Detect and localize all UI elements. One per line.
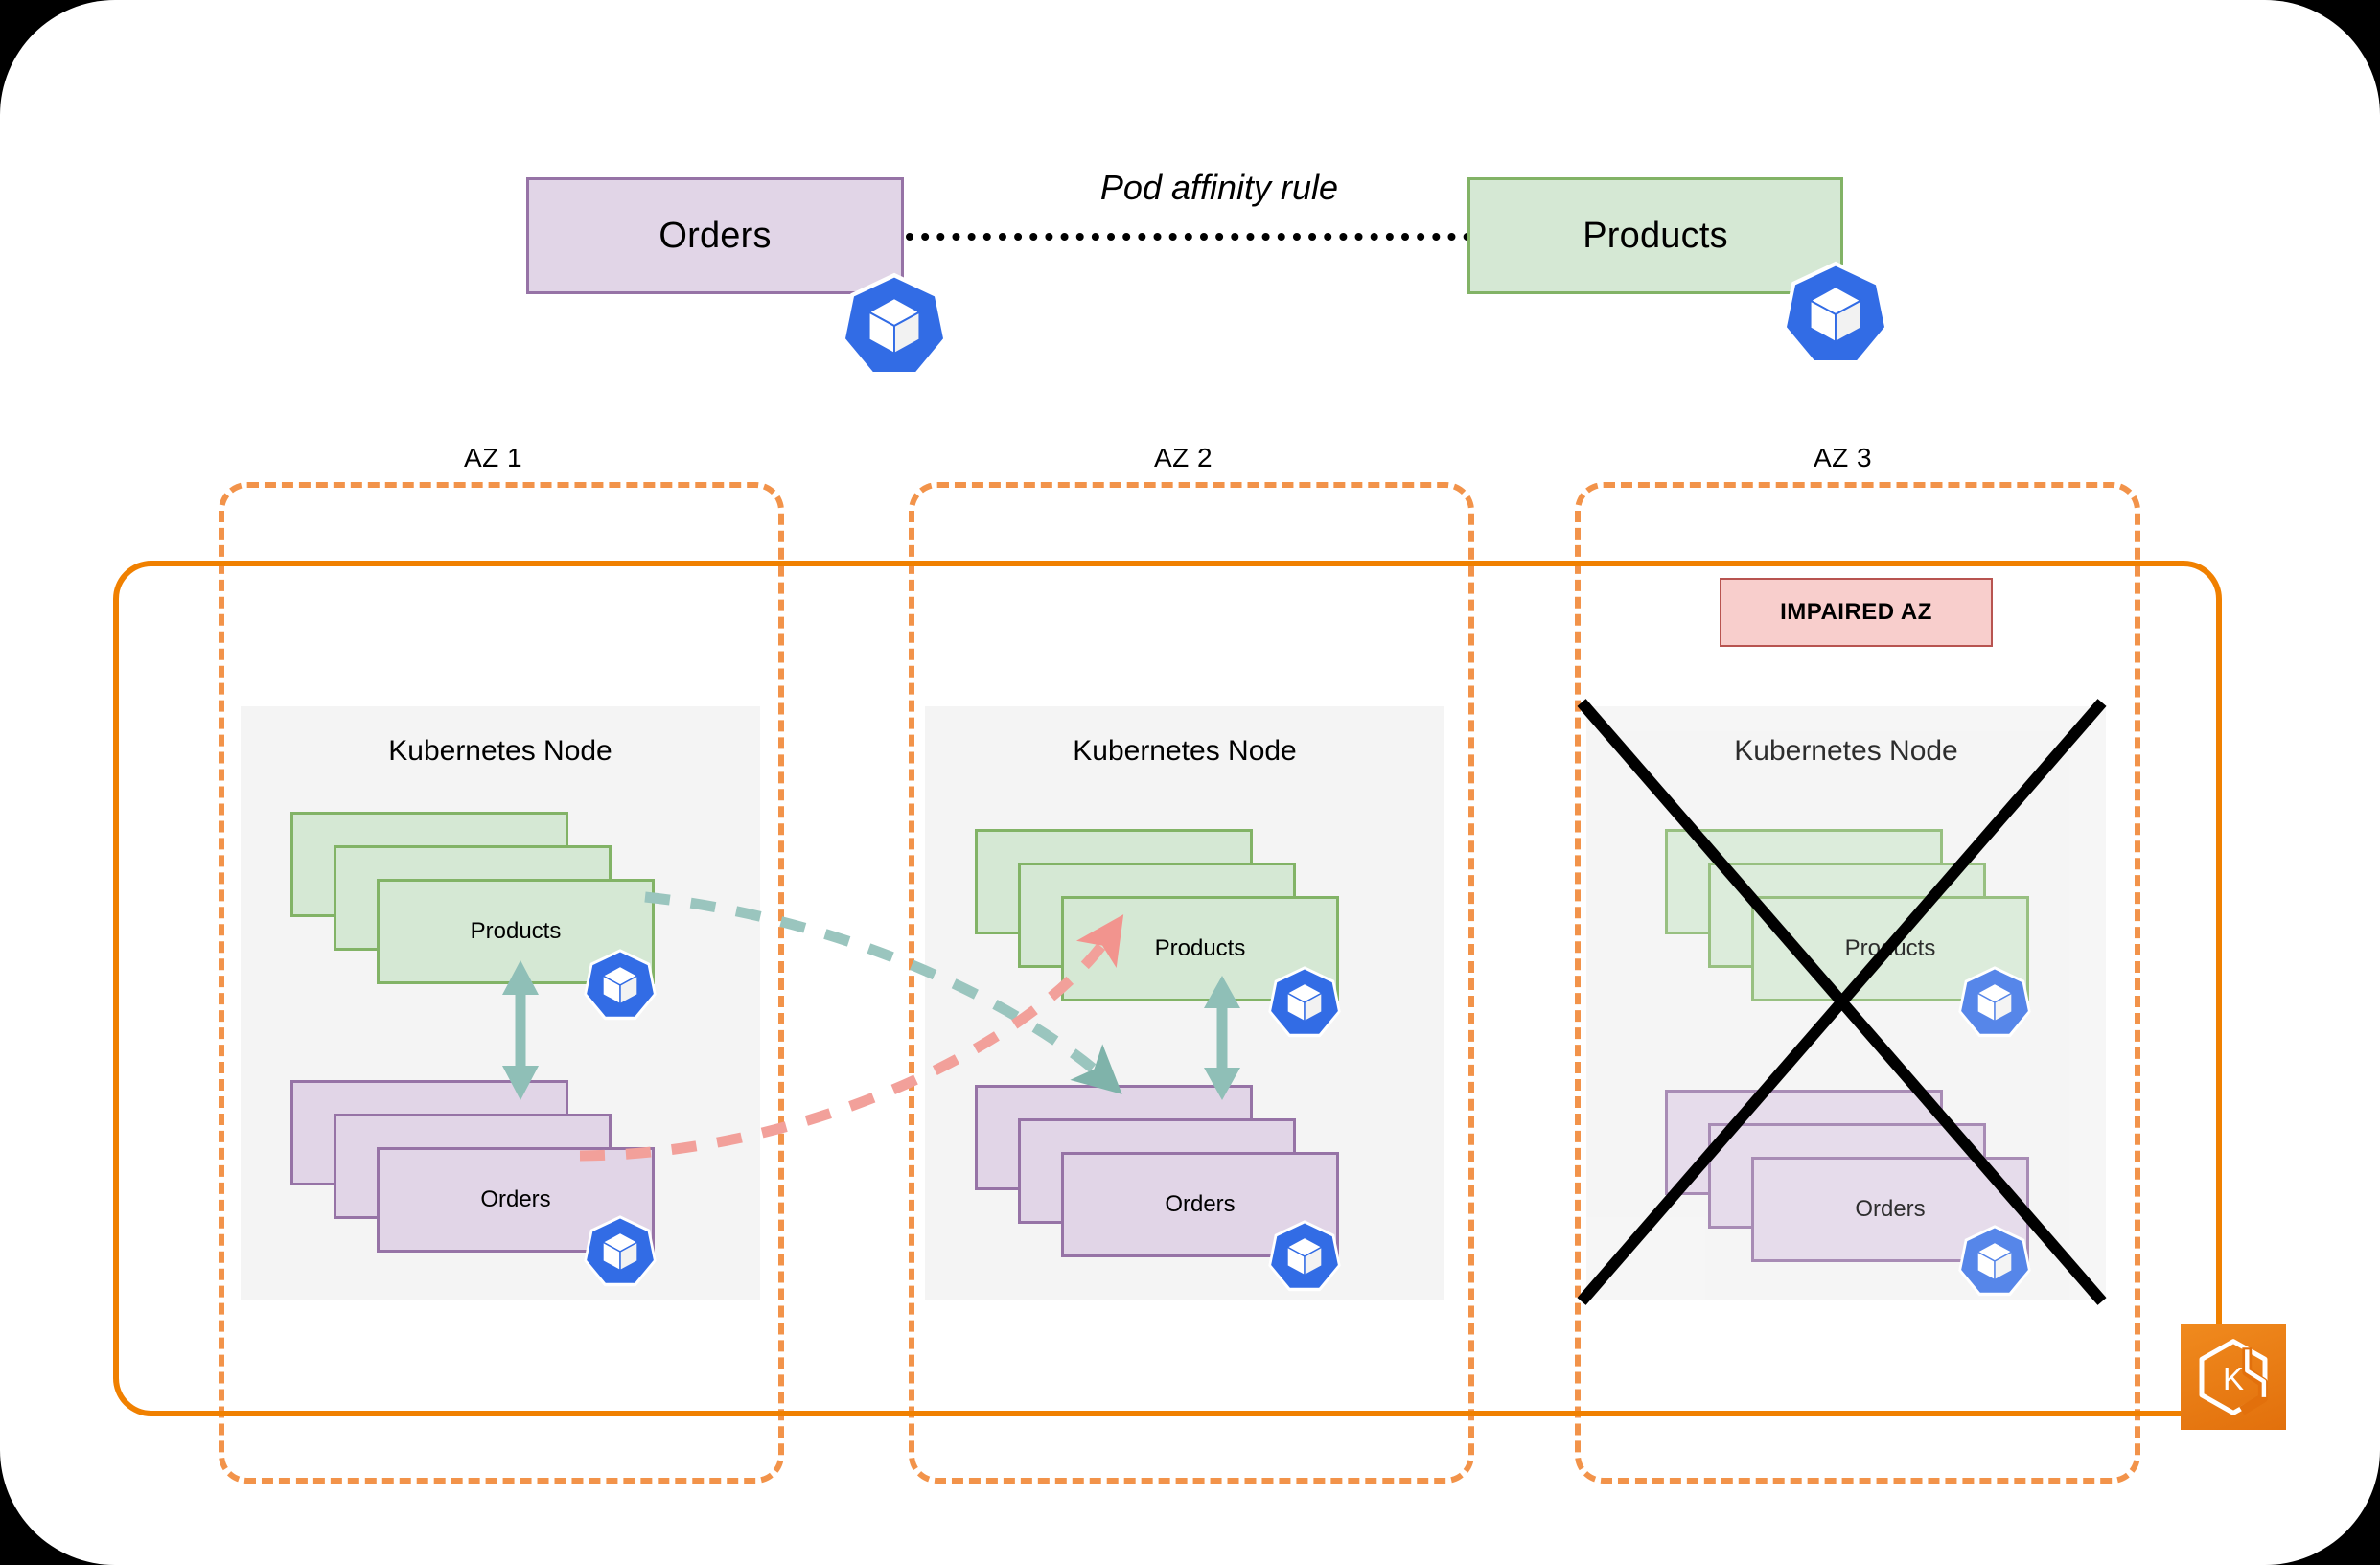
- svg-text:K: K: [2223, 1361, 2244, 1396]
- cluster-boundary: [113, 561, 2222, 1416]
- pod-label-products: Products: [1154, 935, 1246, 961]
- az-label-az2: AZ 2: [1154, 443, 1213, 472]
- service-box-orders[interactable]: Orders: [526, 177, 904, 294]
- service-label-orders: Orders: [659, 215, 772, 256]
- pod-stack-orders-az3[interactable]: Orders: [1665, 1090, 2039, 1262]
- pod-stack-orders-az2[interactable]: Orders: [975, 1085, 1349, 1257]
- node-title-az3: Kubernetes Node: [1734, 735, 1958, 767]
- pod-replica-primary: Orders: [1061, 1152, 1339, 1257]
- impaired-badge-label: IMPAIRED AZ: [1780, 599, 1932, 625]
- az-label-az1: AZ 1: [464, 443, 523, 472]
- komodor-logo-icon: K: [2181, 1324, 2286, 1430]
- pod-stack-products-az1[interactable]: Products: [290, 812, 664, 984]
- pod-replica-primary: Products: [1751, 896, 2029, 1001]
- pod-label-products: Products: [1844, 935, 1936, 961]
- pod-replica-primary: Products: [377, 879, 655, 984]
- pod-stack-orders-az1[interactable]: Orders: [290, 1080, 664, 1253]
- pod-label-orders: Orders: [1165, 1191, 1236, 1217]
- pod-replica-primary: Products: [1061, 896, 1339, 1001]
- node-box-az1[interactable]: Kubernetes Node Products Orders: [241, 706, 760, 1300]
- affinity-dotted-connector: [906, 233, 1471, 241]
- pod-label-products: Products: [470, 918, 562, 944]
- node-title-az1: Kubernetes Node: [388, 735, 612, 767]
- pod-replica-primary: Orders: [377, 1147, 655, 1253]
- node-box-az3[interactable]: Kubernetes Node Products Orders: [1586, 706, 2106, 1300]
- affinity-rule-label: Pod affinity rule: [1099, 168, 1339, 207]
- service-label-products: Products: [1583, 215, 1728, 256]
- service-box-products[interactable]: Products: [1467, 177, 1843, 294]
- pod-stack-products-az3[interactable]: Products: [1665, 829, 2039, 1001]
- pod-label-orders: Orders: [1855, 1196, 1926, 1222]
- pod-stack-products-az2[interactable]: Products: [975, 829, 1349, 1001]
- pod-label-orders: Orders: [480, 1186, 551, 1212]
- pod-replica-primary: Orders: [1751, 1157, 2029, 1262]
- node-box-az2[interactable]: Kubernetes Node Products Orders: [925, 706, 1444, 1300]
- status-badge-impaired-az: IMPAIRED AZ: [1720, 578, 1993, 647]
- az-label-az3: AZ 3: [1814, 443, 1873, 472]
- node-title-az2: Kubernetes Node: [1073, 735, 1297, 767]
